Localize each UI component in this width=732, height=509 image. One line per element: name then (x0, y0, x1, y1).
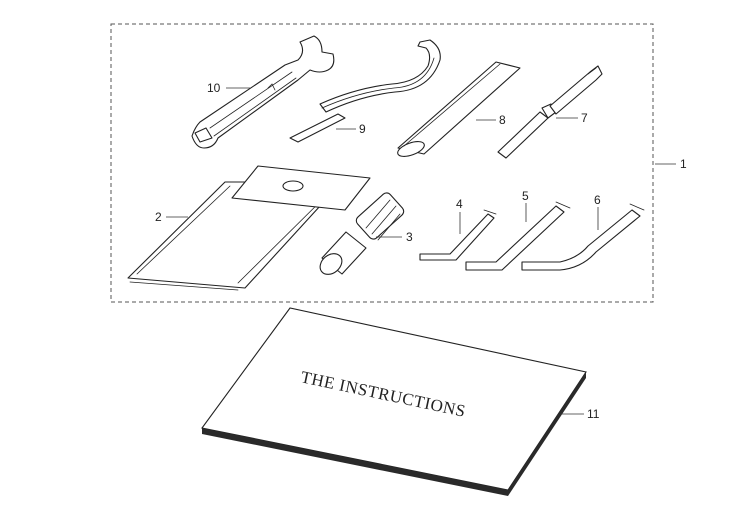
socket-wrench-handle-icon (319, 192, 405, 275)
callout-10: 10 (207, 81, 221, 95)
callout-9: 9 (359, 122, 366, 136)
callout-6: 6 (594, 193, 601, 207)
callout-3: 3 (406, 230, 413, 244)
pin-spanner-icon (289, 39, 441, 143)
tool-pouch-icon (127, 165, 371, 291)
hex-key-small-icon (419, 209, 497, 261)
hex-key-large-icon (521, 203, 645, 271)
tool-kit-group-boundary (110, 23, 654, 303)
callout-7: 7 (581, 111, 588, 125)
open-end-wrench-icon (191, 35, 335, 149)
hex-key-medium-icon (465, 201, 571, 271)
callout-1: 1 (680, 157, 687, 171)
callout-4: 4 (456, 197, 463, 211)
instruction-booklet-icon (201, 307, 587, 496)
callout-8: 8 (499, 113, 506, 127)
tube-handle-icon (397, 61, 521, 157)
callout-2: 2 (155, 210, 162, 224)
callout-5: 5 (522, 189, 529, 203)
screwdriver-icon (497, 65, 603, 159)
callout-11: 11 (587, 407, 600, 421)
